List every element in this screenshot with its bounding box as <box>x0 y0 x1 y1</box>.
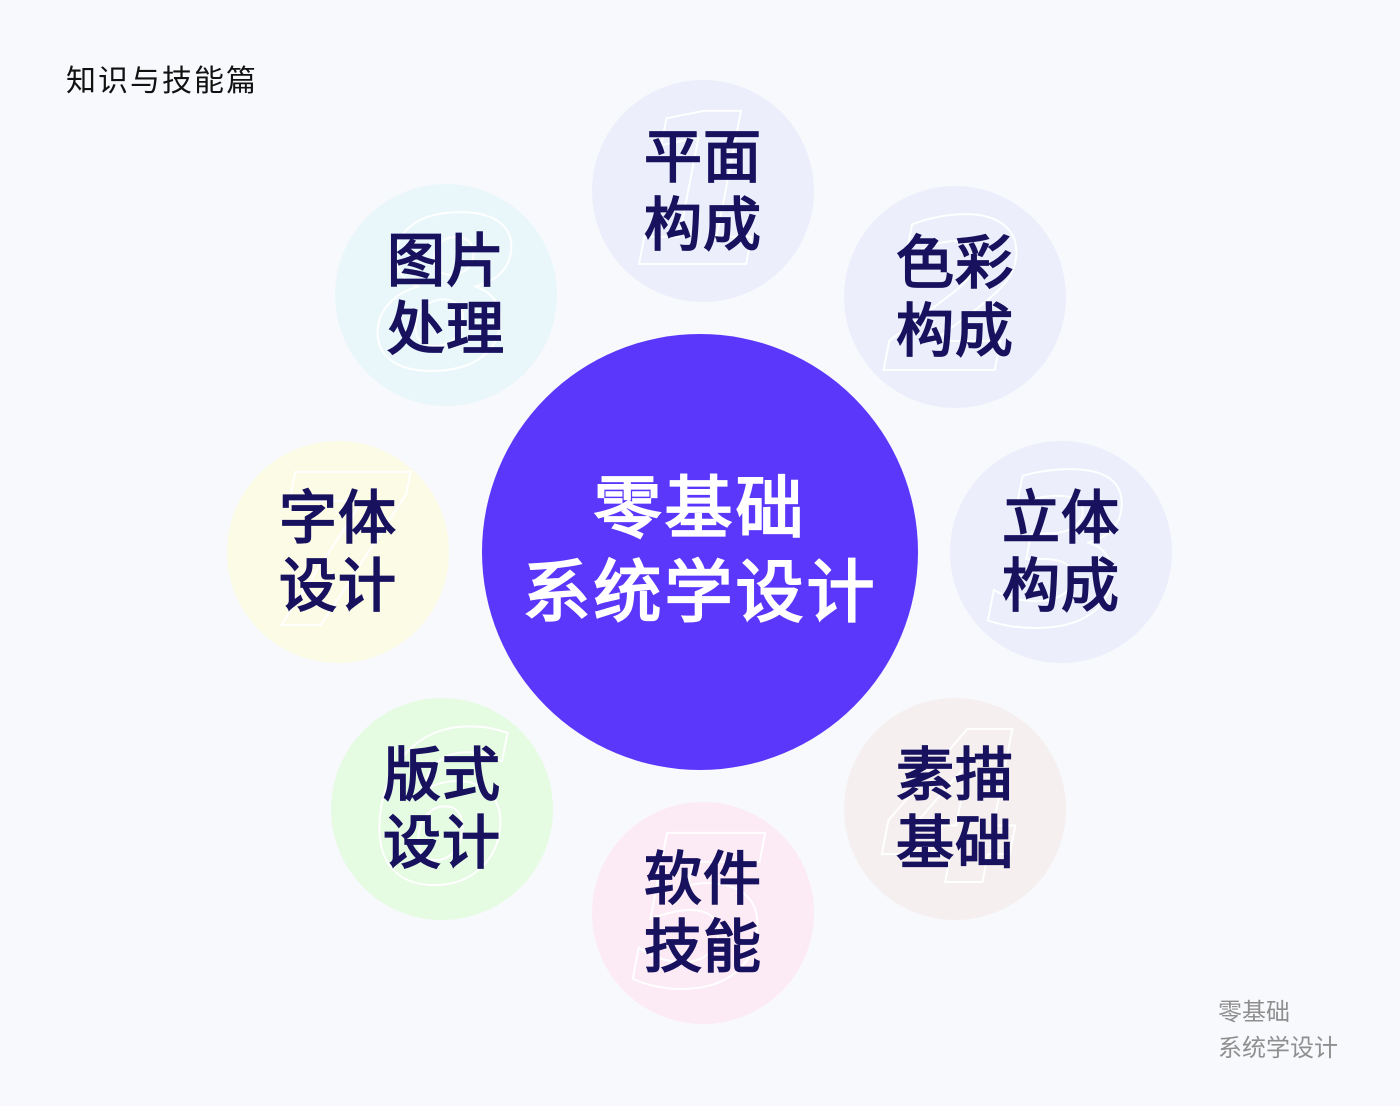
bubble-label-line2: 基础 <box>895 809 1014 877</box>
bubble-label-line1: 版式 <box>382 741 501 809</box>
bubble-number: 8 <box>372 184 520 406</box>
bubble-label-line1: 软件 <box>643 845 762 913</box>
footer-line1: 零基础 <box>1218 998 1290 1026</box>
bubble-image-processing: 8 图片 处理 <box>335 184 557 406</box>
bubble-label-line2: 处理 <box>386 295 505 363</box>
bubble-label-line2: 设计 <box>278 552 397 620</box>
bubble-plane-composition: 1 平面 构成 <box>592 80 814 302</box>
bubble-number: 1 <box>629 80 777 302</box>
bubble-label-line2: 技能 <box>643 913 762 981</box>
bubble-sketch-basics: 4 素描 基础 <box>844 698 1066 920</box>
bubble-software-skills: 5 软件 技能 <box>592 802 814 1024</box>
page-title: 知识与技能篇 <box>66 64 258 99</box>
bubble-label-line2: 构成 <box>643 191 762 259</box>
bubble-label-line2: 构成 <box>1001 552 1120 620</box>
bubble-color-composition: 2 色彩 构成 <box>844 186 1066 408</box>
center-title-line2: 系统学设计 <box>522 554 878 633</box>
bubble-label-line2: 构成 <box>895 297 1014 365</box>
bubble-label-line2: 设计 <box>382 809 501 877</box>
bubble-number: 3 <box>987 441 1135 663</box>
bubble-number: 6 <box>368 698 516 920</box>
footer-line2: 系统学设计 <box>1218 1034 1338 1062</box>
bubble-3d-composition: 3 立体 构成 <box>950 441 1172 663</box>
center-title-line1: 零基础 <box>593 470 807 549</box>
bubble-layout-design: 6 版式 设计 <box>331 698 553 920</box>
bubble-typeface-design: 7 字体 设计 <box>227 441 449 663</box>
footer-brand: 零基础 系统学设计 <box>1218 994 1338 1066</box>
bubble-number: 5 <box>629 802 777 1024</box>
bubble-label-line1: 字体 <box>278 484 397 552</box>
bubble-label-line1: 图片 <box>386 227 505 295</box>
center-circle: 零基础 系统学设计 <box>482 334 918 770</box>
bubble-label-line1: 素描 <box>895 741 1014 809</box>
bubble-number: 4 <box>881 698 1029 920</box>
bubble-label-line1: 立体 <box>1001 484 1120 552</box>
bubble-label-line1: 色彩 <box>895 229 1014 297</box>
bubble-number: 2 <box>881 186 1029 408</box>
bubble-label-line1: 平面 <box>643 123 762 191</box>
bubble-number: 7 <box>264 441 412 663</box>
